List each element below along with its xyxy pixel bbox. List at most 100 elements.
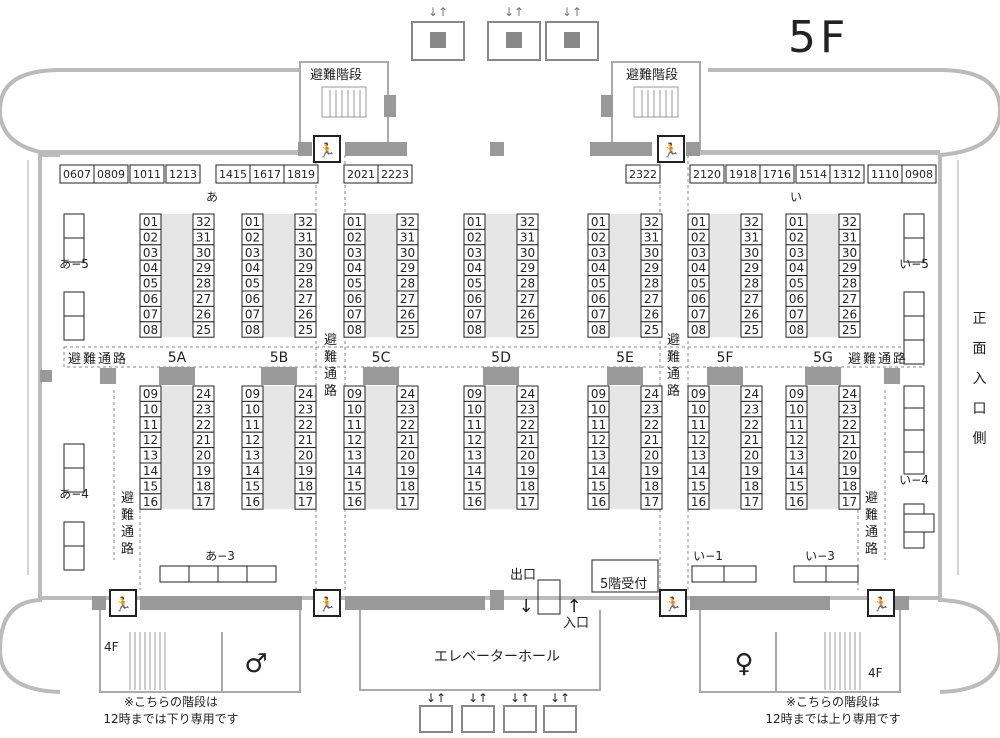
booth-number: 02 (591, 230, 606, 244)
booth[interactable] (587, 321, 610, 338)
wall-booth[interactable] (689, 164, 725, 184)
side-booth[interactable] (63, 521, 85, 547)
booth-number: 22 (842, 418, 857, 432)
booth-number: 18 (842, 479, 857, 493)
side-booth[interactable] (903, 429, 925, 453)
booth[interactable] (838, 493, 861, 510)
booth-number: 20 (400, 449, 415, 463)
booth-number: 19 (520, 464, 535, 478)
side-booth[interactable] (691, 565, 725, 583)
evac-passage-v2: 避 難 通 路 (666, 333, 680, 399)
booth[interactable] (516, 493, 539, 510)
booth-number: 24 (196, 387, 211, 401)
booth-number: 28 (196, 277, 211, 291)
block-aisle (807, 386, 839, 510)
side-booth[interactable] (903, 315, 925, 341)
side-booth[interactable] (903, 237, 925, 263)
svg-text:↓↑: ↓↑ (428, 5, 448, 19)
booth-number: 16 (591, 495, 606, 509)
booth-number: 19 (298, 464, 313, 478)
booth-number: 29 (842, 261, 857, 275)
booth-number: 16 (467, 495, 482, 509)
booth[interactable] (463, 321, 486, 338)
booth[interactable] (294, 321, 317, 338)
booth-number: 32 (298, 215, 313, 229)
booth-number: 09 (467, 387, 482, 401)
wall-booth[interactable] (283, 164, 319, 184)
side-booth[interactable] (159, 565, 190, 583)
booth[interactable] (785, 493, 808, 510)
booth[interactable] (740, 493, 763, 510)
booth[interactable] (516, 321, 539, 338)
booth-number: 16 (245, 495, 260, 509)
booth-number: 32 (744, 215, 759, 229)
zone-i-label: い (790, 190, 803, 204)
booth[interactable] (343, 493, 366, 510)
booth[interactable] (640, 493, 663, 510)
booth-number: 17 (520, 495, 535, 509)
wall-booth[interactable] (829, 164, 865, 184)
booth-number: 11 (591, 418, 606, 432)
booth-number: 22 (744, 418, 759, 432)
booth-number: 04 (691, 261, 706, 275)
booth-number: 04 (467, 261, 482, 275)
side-booth[interactable] (188, 565, 219, 583)
side-booth[interactable] (903, 385, 925, 409)
booth[interactable] (396, 321, 419, 338)
side-group-label: い−1 (693, 549, 723, 563)
booth[interactable] (396, 493, 419, 510)
booth[interactable] (139, 493, 162, 510)
booth-number: 13 (789, 449, 804, 463)
booth[interactable] (640, 321, 663, 338)
booth[interactable] (463, 493, 486, 510)
side-booth[interactable] (63, 443, 85, 469)
booth[interactable] (192, 321, 215, 338)
booth[interactable] (241, 321, 264, 338)
side-booth[interactable] (825, 565, 859, 583)
side-booth[interactable] (723, 565, 757, 583)
booth[interactable] (785, 321, 808, 338)
side-booth[interactable] (903, 339, 925, 365)
side-booth[interactable] (903, 291, 925, 317)
side-booth[interactable] (63, 315, 85, 341)
side-booth[interactable] (63, 213, 85, 239)
booth[interactable] (838, 321, 861, 338)
wall-booth[interactable] (901, 164, 937, 184)
side-booth[interactable] (246, 565, 277, 583)
wall-booth[interactable] (93, 164, 129, 184)
booth-number: 17 (744, 495, 759, 509)
exit-label: 出口 (510, 568, 537, 583)
booth[interactable] (587, 493, 610, 510)
side-booth[interactable] (793, 565, 827, 583)
side-booth[interactable] (903, 451, 925, 475)
booth[interactable] (740, 321, 763, 338)
booth-number: 21 (744, 433, 759, 447)
side-booth[interactable] (63, 291, 85, 317)
side-booth[interactable] (903, 213, 925, 239)
booth[interactable] (241, 493, 264, 510)
side-booth[interactable] (63, 467, 85, 493)
booth[interactable] (192, 493, 215, 510)
wall-booth[interactable] (377, 164, 413, 184)
elevator-hall-label: エレベーターホール (434, 649, 560, 665)
booth[interactable] (343, 321, 366, 338)
side-booth[interactable] (217, 565, 248, 583)
booth[interactable] (139, 321, 162, 338)
booth-number: 16 (789, 495, 804, 509)
wall-booth[interactable] (759, 164, 795, 184)
side-booth[interactable] (903, 407, 925, 431)
booth-number: 11 (347, 418, 362, 432)
booth[interactable] (294, 493, 317, 510)
booth-number: 18 (644, 479, 659, 493)
svg-text:↓↑: ↓↑ (510, 691, 530, 705)
side-booth[interactable] (63, 237, 85, 263)
side-group-label: あ−3 (205, 549, 235, 563)
side-booth[interactable] (63, 545, 85, 571)
side-booth[interactable] (903, 513, 935, 533)
wall-booth[interactable] (129, 164, 165, 184)
wall-booth[interactable] (165, 164, 201, 184)
wall-booth[interactable] (625, 164, 661, 184)
wall-booth-label: 1011 (133, 168, 161, 181)
booth[interactable] (687, 493, 710, 510)
booth[interactable] (687, 321, 710, 338)
